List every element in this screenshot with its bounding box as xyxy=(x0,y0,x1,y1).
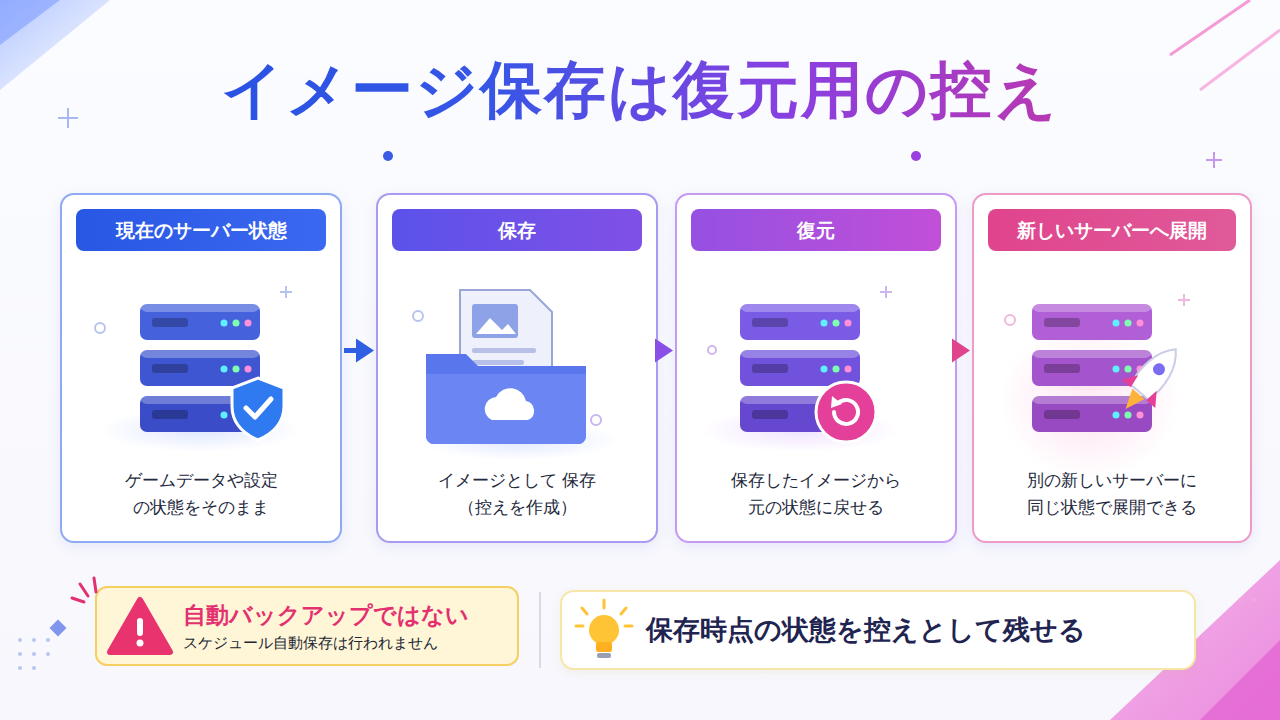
process-card: 保存イメージとして 保存（控えを作成） xyxy=(376,193,658,543)
card-header: 新しいサーバーへ展開 xyxy=(988,209,1236,251)
flow-arrow xyxy=(344,339,374,363)
arrow-line xyxy=(344,348,360,353)
card-body: イメージとして 保存（控えを作成） xyxy=(392,467,642,521)
corner-shape xyxy=(1200,640,1280,720)
tip-text: 保存時点の状態を控えとして残せる xyxy=(646,592,1086,668)
card-body: ゲームデータや設定 の状態をそのまま xyxy=(76,467,326,521)
arrow-line xyxy=(659,348,660,353)
process-card: 復元保存したイメージから 元の状態に戻せる xyxy=(675,193,957,543)
deco-line xyxy=(1170,0,1250,55)
process-card: 新しいサーバーへ展開別の新しいサーバーに 同じ状態で展開できる xyxy=(972,193,1252,543)
card-header: 保存 xyxy=(392,209,642,251)
title-underline xyxy=(383,151,921,161)
process-card: 現在のサーバー状態ゲームデータや設定 の状態をそのまま xyxy=(60,193,342,543)
deco-diamond xyxy=(50,620,67,637)
card-body: 保存したイメージから 元の状態に戻せる xyxy=(691,467,941,521)
corner-shape xyxy=(0,0,60,45)
card-body: 別の新しいサーバーに 同じ状態で展開できる xyxy=(988,467,1236,521)
warning-note: スケジュール自動保存は行われません xyxy=(183,634,438,653)
warning-box: 自動バックアップではないスケジュール自動保存は行われません xyxy=(95,586,519,666)
card-header: 復元 xyxy=(691,209,941,251)
tip-box: 保存時点の状態を控えとして残せる xyxy=(560,590,1196,670)
card-header: 現在のサーバー状態 xyxy=(76,209,326,251)
title: イメージ保存は復元用の控え xyxy=(0,50,1280,130)
arrow-head xyxy=(356,339,374,363)
warning-heading: 自動バックアップではない xyxy=(183,600,469,631)
divider xyxy=(539,592,541,668)
